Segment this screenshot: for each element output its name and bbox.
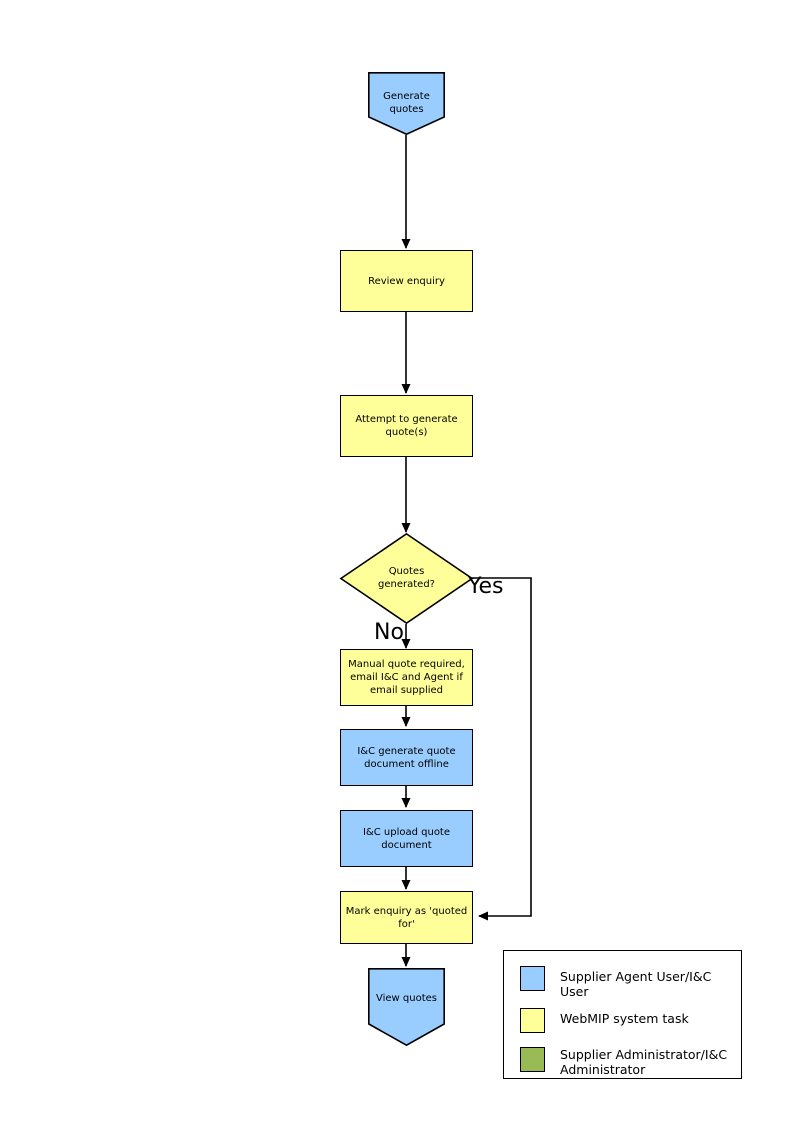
node-mark-enquiry-as-quoted-for[interactable]: Mark enquiry as 'quoted for' bbox=[340, 891, 473, 944]
edge-label-yes: Yes bbox=[468, 574, 504, 599]
legend-label-webmip-system-task: WebMIP system task bbox=[560, 1011, 689, 1026]
node-manual-quote-required[interactable]: Manual quote required, email I&C and Age… bbox=[340, 649, 473, 706]
node-label-review-enquiry: Review enquiry bbox=[368, 275, 445, 287]
node-review-enquiry[interactable]: Review enquiry bbox=[340, 250, 473, 312]
legend-swatch-green bbox=[520, 1047, 545, 1072]
legend-swatch-blue bbox=[520, 966, 545, 991]
node-view-quotes[interactable]: View quotes bbox=[368, 968, 445, 1047]
legend-label-supplier-agent-user: Supplier Agent User/I&C User bbox=[560, 969, 712, 999]
legend-label-supplier-administrator: Supplier Administrator/I&C Administrator bbox=[560, 1047, 728, 1077]
node-quotes-generated[interactable]: Quotes generated? bbox=[339, 532, 474, 625]
node-ic-upload-quote-document[interactable]: I&C upload quote document bbox=[340, 810, 473, 867]
legend: Supplier Agent User/I&C User WebMIP syst… bbox=[503, 950, 742, 1079]
node-label-mark-enquiry-as-quoted-for: Mark enquiry as 'quoted for' bbox=[345, 905, 468, 930]
diamond-shape bbox=[339, 532, 474, 625]
node-label-quotes-generated: Quotes generated? bbox=[378, 566, 435, 590]
node-label-attempt-to-generate-quotes: Attempt to generate quote(s) bbox=[355, 414, 458, 438]
edge-label-no: No bbox=[374, 620, 404, 645]
node-generate-quotes[interactable]: Generate quotes bbox=[368, 72, 445, 136]
node-attempt-to-generate-quotes[interactable]: Attempt to generate quote(s) bbox=[340, 395, 473, 457]
node-label-generate-quotes: Generate quotes bbox=[383, 91, 430, 115]
legend-swatch-yellow bbox=[520, 1008, 545, 1033]
node-ic-generate-quote-document-offline[interactable]: I&C generate quote document offline bbox=[340, 729, 473, 786]
legend-item-supplier-agent-user: Supplier Agent User/I&C User bbox=[520, 966, 741, 999]
node-label-view-quotes: View quotes bbox=[376, 993, 437, 1004]
node-label-ic-generate-quote-document-offline: I&C generate quote document offline bbox=[357, 745, 456, 770]
node-label-manual-quote-required: Manual quote required, email I&C and Age… bbox=[348, 659, 465, 696]
edge-quotes-generated-yes-to-mark-enquiry bbox=[459, 577, 532, 921]
pentagon-shape bbox=[368, 968, 445, 1047]
node-label-ic-upload-quote-document: I&C upload quote document bbox=[362, 826, 451, 851]
legend-item-webmip-system-task: WebMIP system task bbox=[520, 1008, 689, 1033]
legend-item-supplier-administrator: Supplier Administrator/I&C Administrator bbox=[520, 1047, 727, 1077]
pentagon-shape bbox=[368, 72, 445, 136]
